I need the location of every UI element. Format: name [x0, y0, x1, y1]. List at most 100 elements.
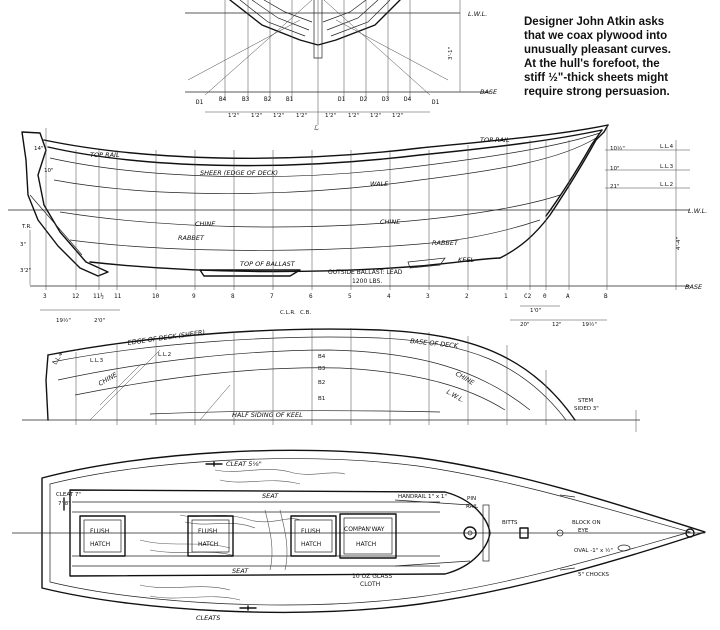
hatch-label: FLUSH [301, 528, 320, 535]
label-chine-aft: CHINE [195, 220, 216, 228]
label-transom-mark: 3" [20, 242, 26, 248]
caption-line: unusually pleasant curves. [524, 44, 672, 56]
spacing-label: 1'2" [325, 113, 336, 119]
station-label: D4 [404, 96, 412, 103]
body-plan [185, 0, 490, 125]
deck-plan-labels: CLEAT 5⅛" CLEAT 7" 7' 8" SEAT SEAT HANDR… [56, 460, 613, 622]
label-top-rail-aft: TOP RAIL [90, 151, 120, 159]
label-depth: 4'-4" [676, 237, 682, 250]
station-label: 0 [543, 293, 547, 300]
dimension-label: 20" [520, 322, 530, 328]
label-cleat-left: CLEAT 7" [56, 492, 81, 498]
label-block-on: BLOCK ON [572, 520, 601, 526]
station-label: 2 [465, 293, 469, 300]
label-wl4: L.L.4 [660, 144, 674, 150]
spacing-label: 1'2" [370, 113, 381, 119]
station-label: B2 [264, 96, 272, 103]
body-plan-depth: 3'-1" [448, 47, 454, 60]
label-stem-sided: SIDED 3" [574, 406, 599, 412]
label-companionway-hatch: HATCH [356, 541, 376, 548]
body-plan-station-labels: D1 B4 B3 B2 B1 D1 D2 D3 D4 D1 [196, 96, 440, 106]
half-breadth-view [22, 328, 640, 432]
caption-line: At the hull's forefoot, the [524, 58, 660, 70]
label-ballast-1: OUTSIDE BALLAST: LEAD [328, 269, 403, 276]
station-label: C2 [524, 293, 532, 300]
label-transom-mark: T.R. [21, 224, 32, 230]
label-cb: C.B. [300, 310, 311, 316]
station-label: 5 [348, 293, 352, 300]
label-seat-top: SEAT [262, 492, 279, 500]
dimension-label: 19½" [56, 317, 71, 324]
station-label: B3 [242, 96, 250, 103]
label-half-siding: HALF SIDING OF KEEL [232, 411, 303, 419]
label-chine-fwd: CHINE [380, 218, 401, 226]
station-label: D3 [382, 96, 390, 103]
label-chine-aft: CHINE [97, 370, 119, 388]
label-lwl: L.W.L. [688, 207, 707, 215]
spacing-label: 1'2" [251, 113, 262, 119]
label-eye: EYE [578, 528, 589, 534]
label-b4: B4 [318, 354, 326, 360]
spacing-label: 1'2" [348, 113, 359, 119]
hatch-label: HATCH [301, 541, 321, 548]
label-edge-of-deck: EDGE OF DECK (SHEER) [127, 328, 205, 347]
label-b2: B2 [318, 380, 325, 386]
hatch-label: HATCH [90, 541, 110, 548]
station-label: B1 [286, 96, 294, 103]
label-b1: B1 [318, 396, 325, 402]
body-plan-lwl-label: L.W.L. [468, 10, 487, 18]
label-cleat-left-2: 7' 8" [58, 501, 71, 507]
label-seat-bottom: SEAT [232, 567, 249, 575]
label-chocks: 5" CHOCKS [578, 572, 610, 578]
caption-line: require strong persuasion. [524, 86, 670, 98]
station-label: A [566, 293, 570, 300]
hatch-label: FLUSH [90, 528, 109, 535]
label-oval: OVAL -1" x ½" [574, 547, 613, 554]
label-sheer: SHEER (EDGE OF DECK) [200, 169, 278, 177]
spacing-label: 1'2" [228, 113, 239, 119]
caption-line: Designer John Atkin asks [524, 16, 665, 28]
label-top-rail-fwd: TOP RAIL [480, 136, 510, 144]
spacing-label: 1'2" [392, 113, 403, 119]
label-transom-mark: 10" [44, 168, 54, 174]
station-label: 7 [270, 293, 274, 300]
label-rail: RAIL [466, 504, 479, 510]
label-b3: B3 [318, 366, 326, 372]
station-label: B4 [219, 96, 227, 103]
station-label: 3 [43, 293, 47, 300]
station-label: D1 [432, 99, 440, 106]
dimension-label: 1'0" [530, 308, 541, 314]
label-cleats: CLEATS [196, 614, 220, 622]
label-transom-mark: 14" [34, 146, 44, 152]
station-label: D2 [360, 96, 368, 103]
label-wl-offset: 10½" [610, 145, 625, 152]
profile-view [8, 124, 690, 321]
label-cleat-top: CLEAT 5⅛" [226, 460, 262, 468]
label-wl2: L.L.2 [660, 182, 673, 188]
dimension-label: 19½" [582, 321, 597, 328]
station-label: 8 [231, 293, 235, 300]
spacing-label: 1'2" [296, 113, 307, 119]
label-wl-offset: 21" [610, 184, 620, 190]
station-label: 9 [192, 293, 196, 300]
caption-line: that we coax plywood into [524, 30, 668, 42]
station-label: 11½ [93, 293, 104, 300]
caption-line: stiff ½"-thick sheets might [524, 72, 669, 84]
body-plan-spacing: 1'2" 1'2" 1'2" 1'2" 1'2" 1'2" 1'2" 1'2" [228, 113, 403, 119]
label-ll2: L.L.2 [158, 352, 171, 358]
label-stem: STEM [578, 398, 593, 404]
label-wl3: L.L.3 [660, 164, 674, 170]
profile-stations: 3 12 11½ 11 10 9 8 7 6 5 4 3 2 1 C2 0 A … [43, 293, 608, 300]
label-transom-mark: 3'2" [20, 268, 31, 274]
label-companionway: COMPAN'WAY [344, 526, 385, 533]
dimension-label: 12" [552, 322, 562, 328]
station-label: 3 [426, 293, 430, 300]
body-plan-centerline: ℒ [314, 124, 319, 132]
label-pin: PIN [467, 496, 476, 502]
dimension-label: 2'0" [94, 318, 105, 324]
caption: Designer John Atkin asks that we coax pl… [524, 15, 714, 99]
label-lwl: L.W.L. [445, 388, 466, 405]
body-plan-base-label: BASE [480, 88, 498, 96]
hatch-label: FLUSH [198, 528, 217, 535]
label-wale: WALE [370, 180, 389, 188]
